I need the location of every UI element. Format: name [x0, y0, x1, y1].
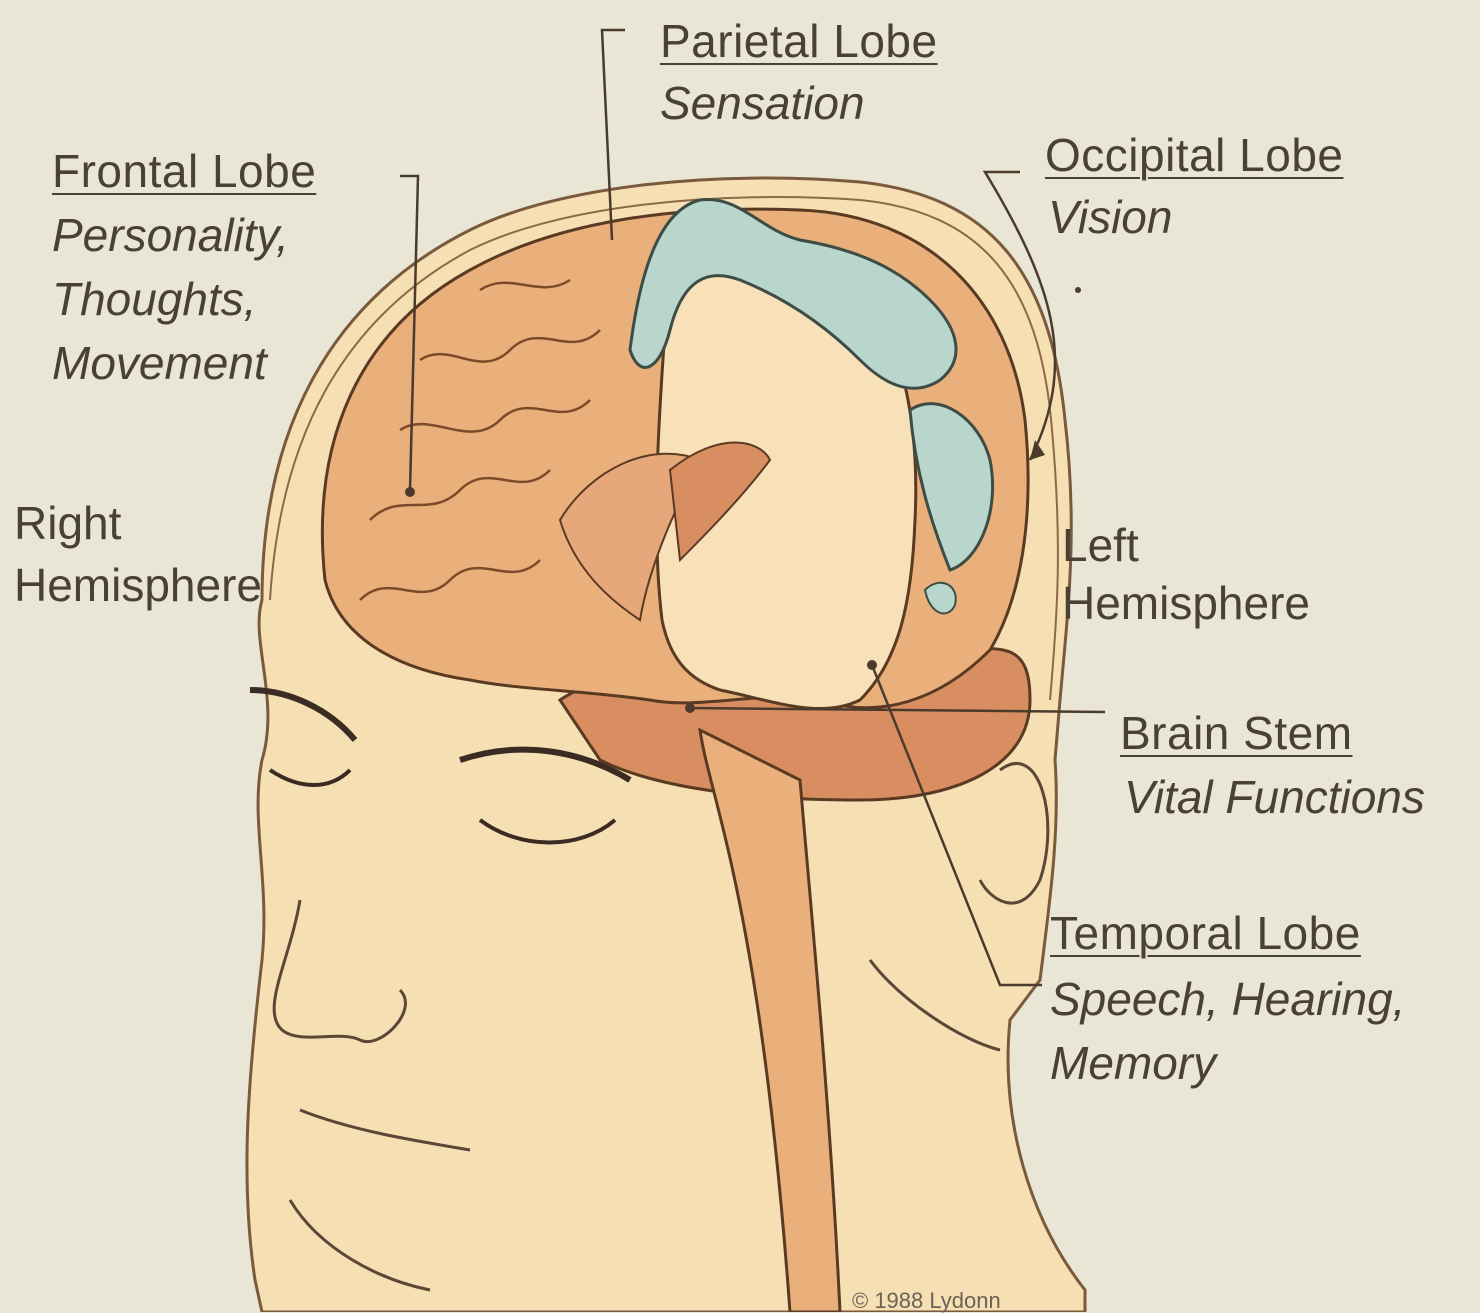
occipital-lobe-label: Occipital Lobe	[1045, 132, 1344, 178]
parietal-lobe-function: Sensation	[660, 80, 865, 126]
copyright-notice: © 1988 Lydonn	[852, 1290, 1001, 1312]
frontal-lobe-function-1: Personality,	[52, 212, 289, 258]
temporal-dot	[867, 660, 877, 670]
occipital-lobe-function: Vision	[1048, 194, 1172, 240]
right-hemisphere-label-1: Right	[14, 500, 121, 546]
left-hemisphere-label-1: Left	[1062, 522, 1139, 568]
frontal-lobe-label: Frontal Lobe	[52, 148, 316, 194]
temporal-lobe-label: Temporal Lobe	[1050, 910, 1361, 956]
frontal-lobe-function-2: Thoughts,	[52, 276, 257, 322]
temporal-lobe-function-2: Memory	[1050, 1040, 1216, 1086]
parietal-lobe-label: Parietal Lobe	[660, 18, 938, 64]
left-hemisphere-label-2: Hemisphere	[1062, 580, 1310, 626]
frontal-lobe-function-3: Movement	[52, 340, 267, 386]
stray-dot	[1075, 287, 1081, 293]
right-hemisphere-label-2: Hemisphere	[14, 562, 262, 608]
brain-stem-label: Brain Stem	[1120, 710, 1353, 756]
frontal-dot	[405, 487, 415, 497]
temporal-lobe-function-1: Speech, Hearing,	[1050, 976, 1405, 1022]
brain-stem-dot	[685, 703, 695, 713]
brain-stem-function: Vital Functions	[1124, 774, 1425, 820]
